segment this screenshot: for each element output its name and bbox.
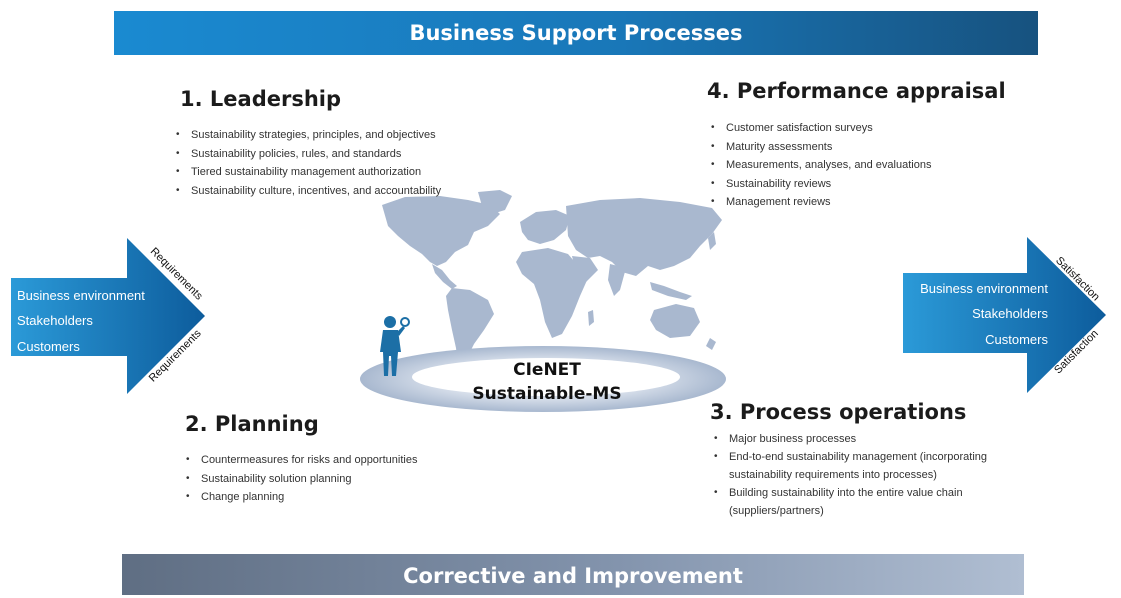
input-line-business-environment: Business environment (17, 288, 145, 303)
appraisal-heading: 4. Performance appraisal (707, 79, 1006, 103)
list-item: Change planning (184, 488, 417, 507)
list-item: Customer satisfaction surveys (709, 119, 931, 138)
appraisal-list: Customer satisfaction surveys Maturity a… (709, 119, 931, 212)
output-arrow (903, 237, 1106, 393)
top-banner: Business Support Processes (114, 11, 1038, 55)
leadership-list: Sustainability strategies, principles, a… (174, 126, 441, 200)
world-map-icon (382, 190, 722, 364)
list-item: Tiered sustainability management authori… (174, 163, 441, 182)
top-banner-title: Business Support Processes (409, 21, 743, 45)
list-item: Sustainability reviews (709, 175, 931, 194)
person-with-magnifier-icon (380, 316, 410, 376)
input-arrow (11, 238, 205, 394)
list-item: Sustainability culture, incentives, and … (174, 182, 441, 201)
leadership-heading: 1. Leadership (180, 87, 342, 111)
output-line-stakeholders: Stakeholders (972, 306, 1048, 321)
output-line-business-environment: Business environment (920, 281, 1048, 296)
list-item: End-to-end sustainability management (in… (712, 448, 1012, 484)
center-brand-line2: Sustainable-MS (472, 384, 622, 404)
planning-heading: 2. Planning (185, 412, 319, 436)
output-line-customers: Customers (985, 332, 1048, 347)
list-item: Building sustainability into the entire … (712, 484, 1012, 520)
list-item: Sustainability strategies, principles, a… (174, 126, 441, 145)
operations-heading: 3. Process operations (710, 400, 967, 424)
planning-list: Countermeasures for risks and opportunit… (184, 451, 417, 507)
list-item: Management reviews (709, 193, 931, 212)
center-brand-line1: CIeNET (513, 360, 581, 380)
list-item: Countermeasures for risks and opportunit… (184, 451, 417, 470)
list-item: Major business processes (712, 430, 1012, 448)
list-item: Maturity assessments (709, 138, 931, 157)
list-item: Sustainability solution planning (184, 470, 417, 489)
bottom-banner-title: Corrective and Improvement (403, 564, 743, 588)
input-line-stakeholders: Stakeholders (17, 313, 93, 328)
input-line-customers: Customers (17, 339, 80, 354)
operations-list: Major business processes End-to-end sust… (712, 430, 1012, 520)
ring-platform (360, 346, 726, 412)
list-item: Measurements, analyses, and evaluations (709, 156, 931, 175)
bottom-banner: Corrective and Improvement (122, 554, 1024, 595)
list-item: Sustainability policies, rules, and stan… (174, 145, 441, 164)
